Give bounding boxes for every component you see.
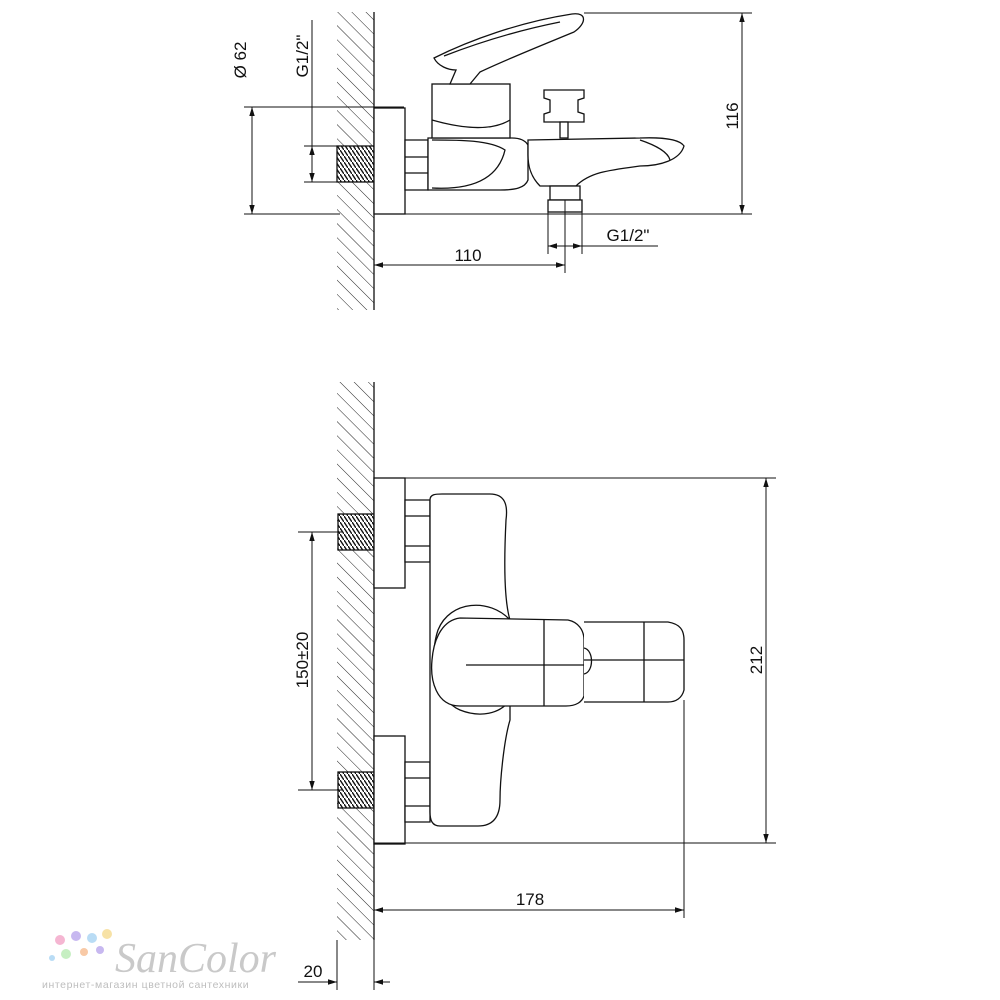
overall-height-label: 212 bbox=[747, 646, 766, 674]
lever-handle-top bbox=[433, 13, 585, 85]
front-view bbox=[337, 382, 685, 940]
inlet-thread-top bbox=[336, 145, 375, 183]
mixer-body-top bbox=[427, 137, 529, 191]
outlet-thread-label: G1/2" bbox=[607, 226, 650, 245]
logo-dot bbox=[96, 946, 104, 954]
logo-dot bbox=[55, 935, 65, 945]
lower-inlet-thread bbox=[337, 771, 375, 809]
logo-dot bbox=[87, 933, 97, 943]
lever-handle-front bbox=[430, 617, 585, 707]
top-view-dimensions bbox=[244, 12, 752, 273]
spout-top bbox=[527, 137, 685, 187]
upper-inlet-thread bbox=[337, 513, 375, 551]
logo-dot bbox=[49, 955, 55, 961]
inlet-thread-label: G1/2" bbox=[293, 35, 312, 78]
spout-offset-label: 110 bbox=[454, 246, 481, 265]
upper-hex-nut bbox=[404, 499, 431, 563]
lower-hex-nut bbox=[404, 761, 431, 823]
logo-name: SanColor bbox=[115, 936, 277, 982]
wall-hatch-front bbox=[337, 382, 374, 940]
front-view-dimensions bbox=[298, 477, 776, 990]
flange-label: 20 bbox=[304, 962, 323, 981]
top-view bbox=[336, 12, 685, 310]
wall-flange-top bbox=[373, 107, 406, 215]
logo-tagline: интернет-магазин цветной сантехники bbox=[42, 979, 249, 991]
diverter-knob-top bbox=[543, 89, 585, 123]
upper-flange bbox=[373, 477, 406, 589]
lower-flange bbox=[373, 735, 406, 845]
logo-dot bbox=[102, 929, 112, 939]
height-label: 116 bbox=[723, 102, 742, 129]
sancolor-logo: SanColor интернет-магазин цветной сантех… bbox=[42, 929, 277, 991]
cartridge-housing-top bbox=[431, 83, 511, 139]
logo-dot bbox=[71, 931, 81, 941]
logo-dot bbox=[61, 949, 71, 959]
spout-front bbox=[584, 621, 685, 703]
logo-dot bbox=[80, 948, 88, 956]
inlet-spacing-label: 150±20 bbox=[293, 632, 312, 689]
diameter-label: Ø 62 bbox=[231, 42, 250, 79]
overall-depth-label: 178 bbox=[516, 890, 544, 909]
outlet-top bbox=[549, 185, 581, 201]
hex-nut-top bbox=[404, 139, 429, 191]
